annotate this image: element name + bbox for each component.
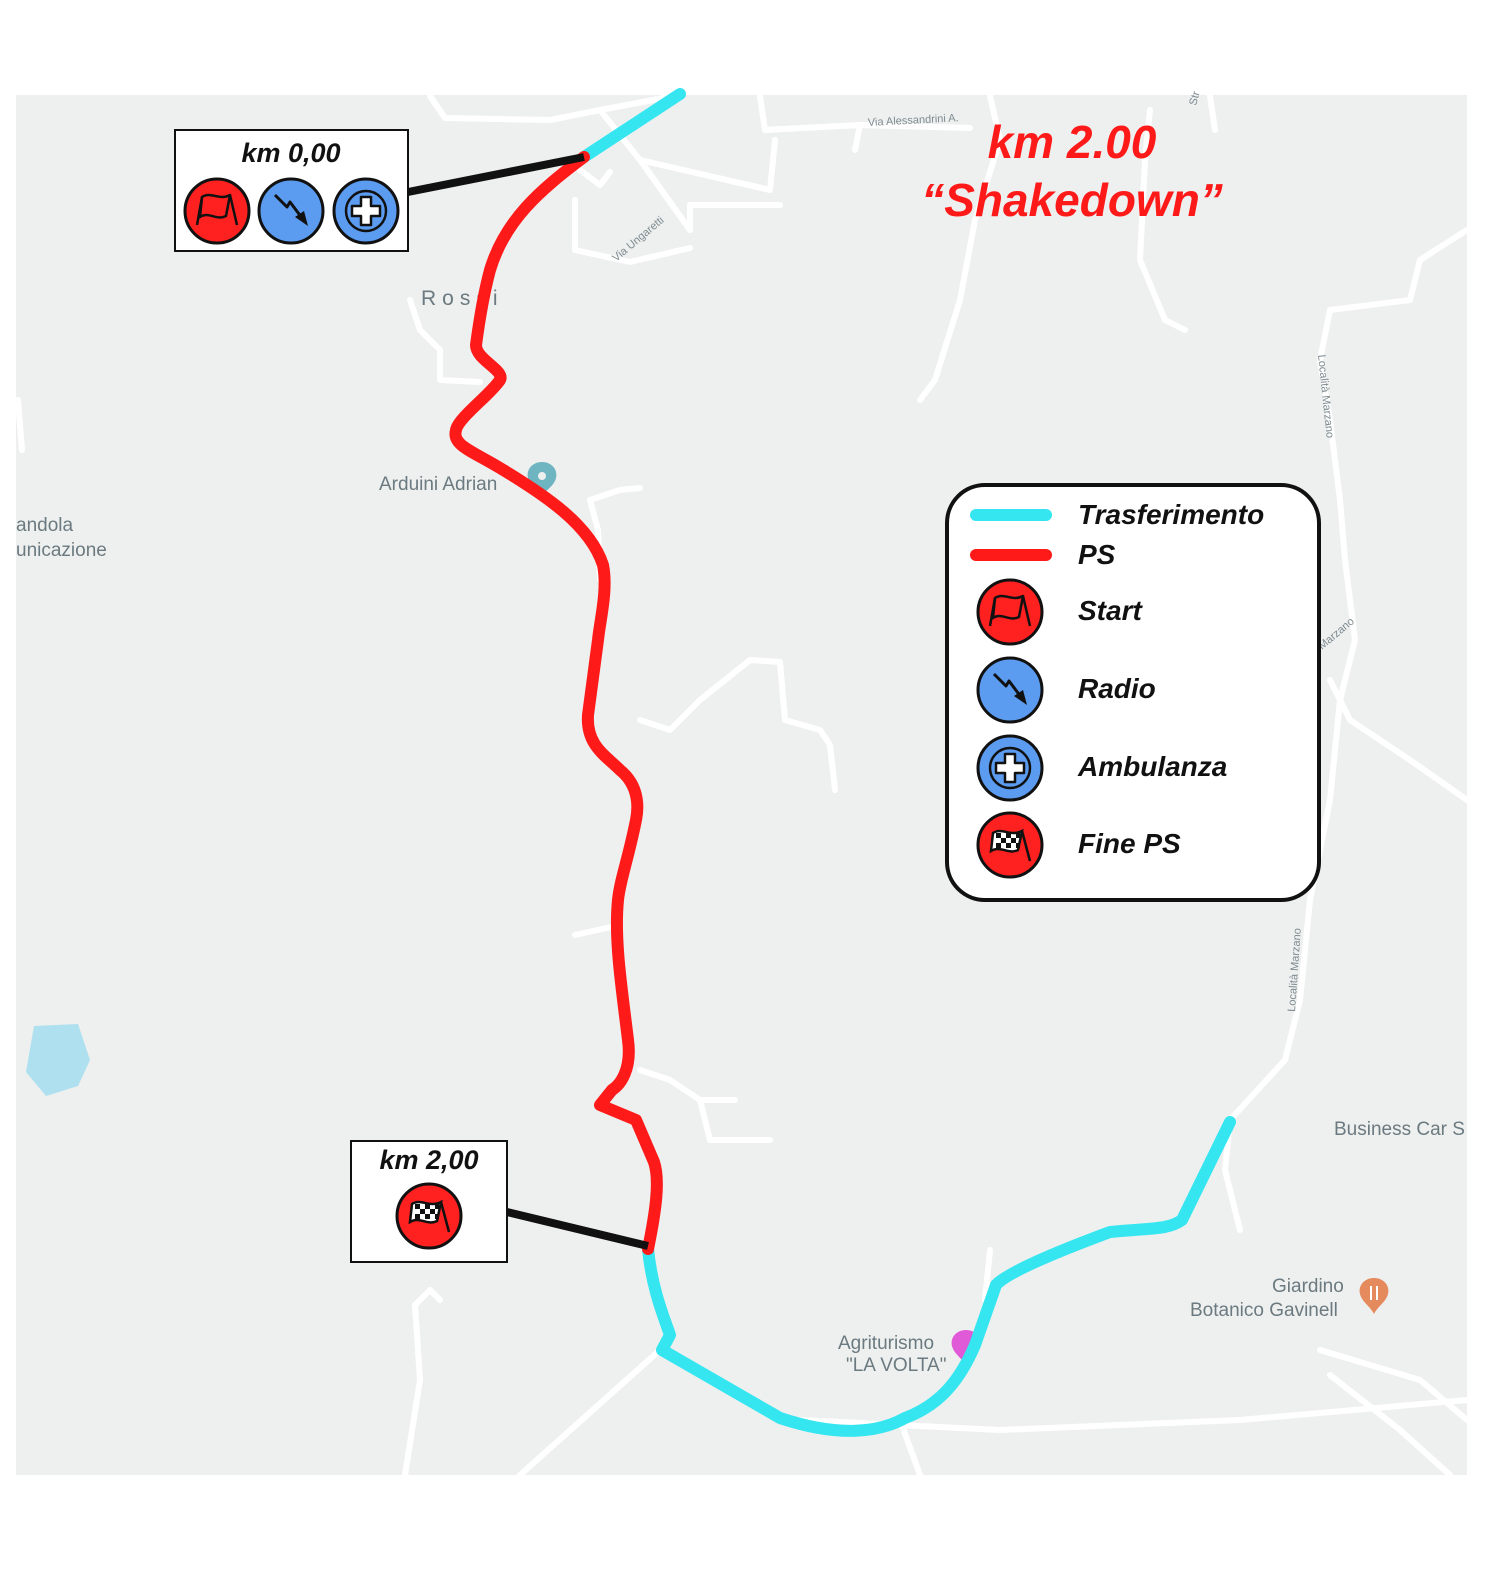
legend-stage-label: PS [1078,539,1116,570]
title-distance: km 2.00 [988,116,1157,168]
legend-radio-label: Radio [1078,673,1156,704]
place-agriturismo-1: Agriturismo [838,1333,934,1354]
finish-connector-line [506,1208,649,1250]
place-agriturismo-2: "LA VOLTA" [846,1355,946,1376]
stage-route [449,151,663,1255]
place-giardino-2: Botanico Gavinell [1190,1300,1338,1321]
restaurant-icon [1359,1278,1389,1314]
radio-icon [257,177,325,245]
lake [26,1024,90,1096]
map-title: km 2.00 “Shakedown” [921,116,1223,226]
legend-ambulance-label: Ambulanza [1077,751,1227,782]
checkered-flag-icon [395,1182,463,1250]
legend: Trasferimento PS Start Radio Ambulanza F… [945,483,1321,902]
place-business-car: Business Car S [1334,1119,1465,1140]
legend-start-label: Start [1078,595,1143,626]
place-comunicazione: unicazione [16,540,107,561]
start-connector-line [407,153,585,196]
place-labels: Rossi Arduini Adrian andola unicazione B… [16,287,1465,1376]
transfer-route-south [642,1116,1236,1437]
street-str: Str [1187,90,1202,107]
street-alessandrini: Via Alessandrini A. [868,112,959,129]
start-km-label: km 0,00 [241,138,340,168]
title-name: “Shakedown” [921,174,1223,226]
start-flag-icon [976,578,1044,646]
radio-icon [976,656,1044,724]
transfer-route-north [578,88,686,163]
legend-transfer-label: Trasferimento [1078,499,1264,530]
ambulance-icon [976,734,1044,802]
start-info-box: km 0,00 [174,129,409,252]
place-giardino-1: Giardino [1272,1276,1344,1297]
legend-finish-label: Fine PS [1078,828,1181,859]
place-candola: andola [16,515,73,536]
start-flag-icon [183,177,251,245]
finish-info-box: km 2,00 [350,1140,508,1263]
ambulance-icon [332,177,400,245]
street-marzano-3: Località Marzano [1286,928,1304,1012]
finish-km-label: km 2,00 [379,1145,478,1175]
checkered-flag-icon [976,811,1044,879]
transfer-route [578,88,1236,1437]
map-roads [15,92,1470,1478]
place-arduini: Arduini Adrian [379,474,497,495]
